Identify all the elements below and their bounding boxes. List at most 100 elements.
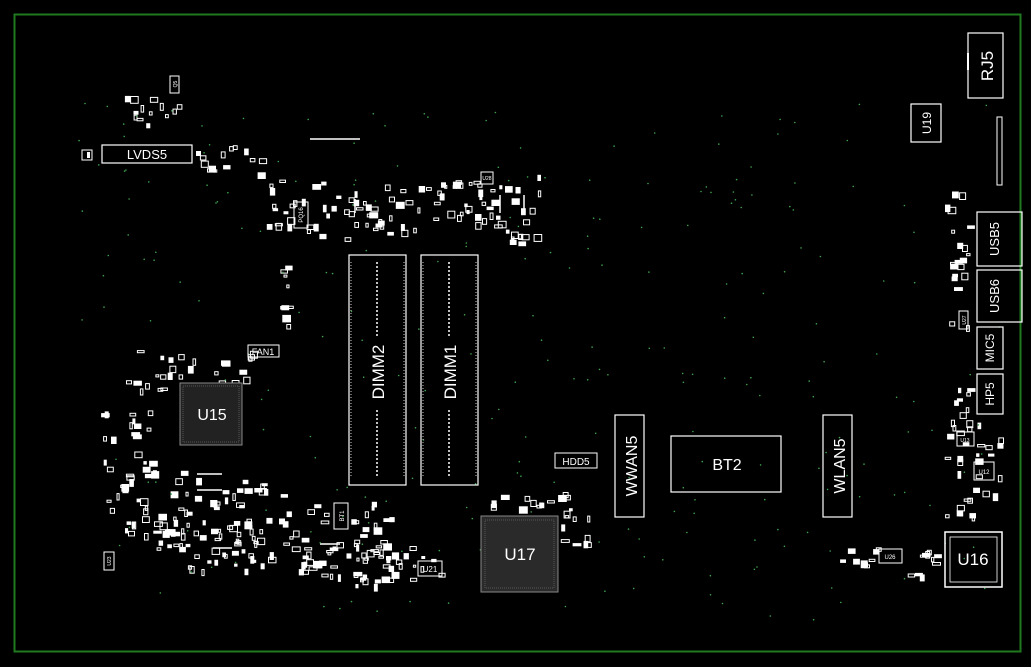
smd-part <box>931 556 935 563</box>
fan1-connector[interactable]: FAN1 <box>247 344 280 358</box>
via <box>143 258 145 261</box>
bt1-battery[interactable]: BT1 <box>333 502 349 530</box>
smd-part <box>521 234 530 241</box>
smd-part <box>572 516 577 523</box>
wlan5-slot[interactable]: WLAN5 <box>822 414 853 518</box>
via <box>730 202 733 204</box>
smd-part <box>959 192 967 201</box>
hp5-jack[interactable]: HP5 <box>976 373 1004 415</box>
via <box>846 139 849 142</box>
smd-part <box>967 497 973 504</box>
smd-part <box>145 383 150 390</box>
via <box>509 216 512 219</box>
smd-part <box>384 184 391 192</box>
smd-part <box>301 537 310 543</box>
smd-part <box>223 165 231 170</box>
smd-part <box>287 223 293 232</box>
smd-part <box>354 222 359 228</box>
smd-part <box>336 195 342 200</box>
smd-part <box>330 565 338 569</box>
rj5-label: RJ5 <box>978 51 997 81</box>
smd-part <box>140 105 145 113</box>
mic5-jack[interactable]: MIC5 <box>976 326 1004 370</box>
via <box>700 190 702 193</box>
smd-part <box>919 554 927 558</box>
via <box>762 292 765 295</box>
smd-part <box>405 200 414 206</box>
u21-chip[interactable]: U21 <box>417 560 443 577</box>
smd-part <box>956 504 965 512</box>
via <box>447 602 450 604</box>
smd-part <box>413 227 417 234</box>
dimm1-slot[interactable]: DIMM1 <box>420 254 479 486</box>
via <box>931 429 933 432</box>
u13-chip[interactable]: U13 <box>956 431 975 447</box>
smd-part <box>992 493 999 502</box>
via <box>353 142 355 144</box>
smd-part <box>386 556 392 561</box>
via <box>740 206 742 209</box>
via <box>751 194 753 196</box>
smd-part <box>466 210 470 215</box>
smd-part <box>564 515 570 519</box>
smd-part <box>156 547 162 551</box>
hp5-label: HP5 <box>983 382 997 406</box>
via <box>628 476 630 479</box>
via <box>544 176 546 179</box>
via <box>81 319 83 321</box>
smd-part <box>192 358 197 366</box>
via <box>491 417 493 420</box>
via <box>806 531 809 534</box>
u19-chip[interactable]: U19 <box>910 103 942 143</box>
usb5-connector[interactable]: USB5 <box>976 211 1023 267</box>
via <box>267 389 270 392</box>
smd-part <box>530 499 537 507</box>
via <box>808 380 810 382</box>
u12-chip[interactable]: U12 <box>973 461 995 481</box>
via <box>321 335 324 338</box>
smd-part <box>457 214 462 222</box>
usb6-connector[interactable]: USB6 <box>976 269 1023 323</box>
via <box>409 600 411 603</box>
lvds5-connector[interactable]: LVDS5 <box>101 144 193 164</box>
smd-part <box>500 494 510 500</box>
u17-chip[interactable]: U17 <box>480 515 559 593</box>
smd-part <box>952 425 957 432</box>
smd-part <box>221 360 230 366</box>
smd-part <box>437 190 442 196</box>
q5-part: Q5 <box>169 75 180 94</box>
via <box>903 204 906 207</box>
bt2-battery[interactable]: BT2 <box>670 435 782 493</box>
via <box>907 431 910 433</box>
wwan5-slot[interactable]: WWAN5 <box>614 414 645 518</box>
smd-part <box>958 387 962 394</box>
smd-part <box>388 196 395 203</box>
via <box>336 489 338 491</box>
u15-chip[interactable]: U15 <box>179 382 243 446</box>
smd-part <box>302 555 309 560</box>
via <box>463 314 466 316</box>
u16-chip[interactable]: U16 <box>944 531 1003 588</box>
via <box>586 235 589 237</box>
smd-part <box>272 208 279 212</box>
via <box>598 368 601 371</box>
smd-part <box>840 559 846 563</box>
via <box>673 510 676 513</box>
smd-part <box>959 257 968 264</box>
hdd5-connector[interactable]: HDD5 <box>554 452 598 469</box>
smd-part <box>362 527 370 533</box>
smd-part <box>398 563 403 570</box>
smd-part <box>121 484 130 492</box>
smd-part <box>223 553 228 559</box>
via <box>309 435 312 438</box>
smd-part <box>244 521 253 530</box>
u26-chip[interactable]: U26 <box>878 548 903 564</box>
smd-part <box>104 411 109 419</box>
via <box>725 283 728 285</box>
smd-part <box>196 477 203 486</box>
smd-part <box>109 507 116 514</box>
smd-part <box>269 183 274 189</box>
via <box>587 247 589 250</box>
dimm2-slot[interactable]: DIMM2 <box>348 254 407 486</box>
rj5-connector[interactable]: RJ5 <box>967 32 1004 99</box>
